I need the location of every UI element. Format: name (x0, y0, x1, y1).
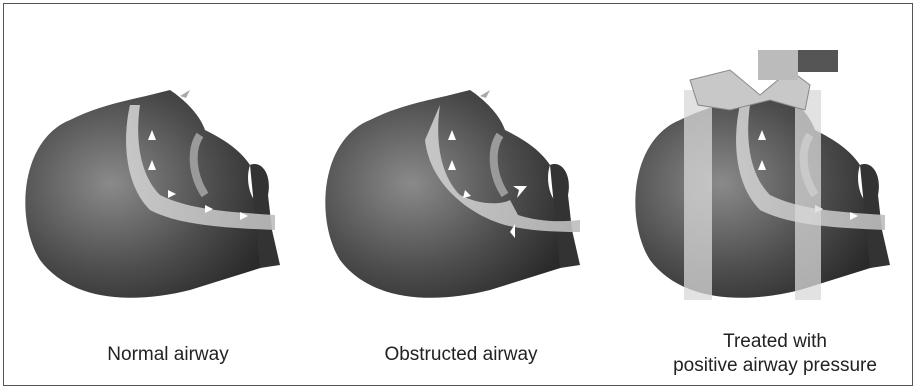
panel-caption-treated: Treated with positive airway pressure (650, 330, 900, 378)
inhale-arrow-icon (180, 90, 190, 98)
panel-caption-treated-line1: Treated with (650, 330, 900, 354)
panel-caption-normal: Normal airway (73, 343, 263, 367)
obstructed-airway-panel (325, 90, 580, 298)
normal-airway-panel (25, 90, 280, 298)
treated-airway-panel (635, 50, 890, 300)
inhale-arrow-icon (480, 90, 490, 98)
panel-caption-treated-line2: positive airway pressure (650, 354, 900, 378)
panel-caption-obstructed: Obstructed airway (356, 343, 566, 367)
